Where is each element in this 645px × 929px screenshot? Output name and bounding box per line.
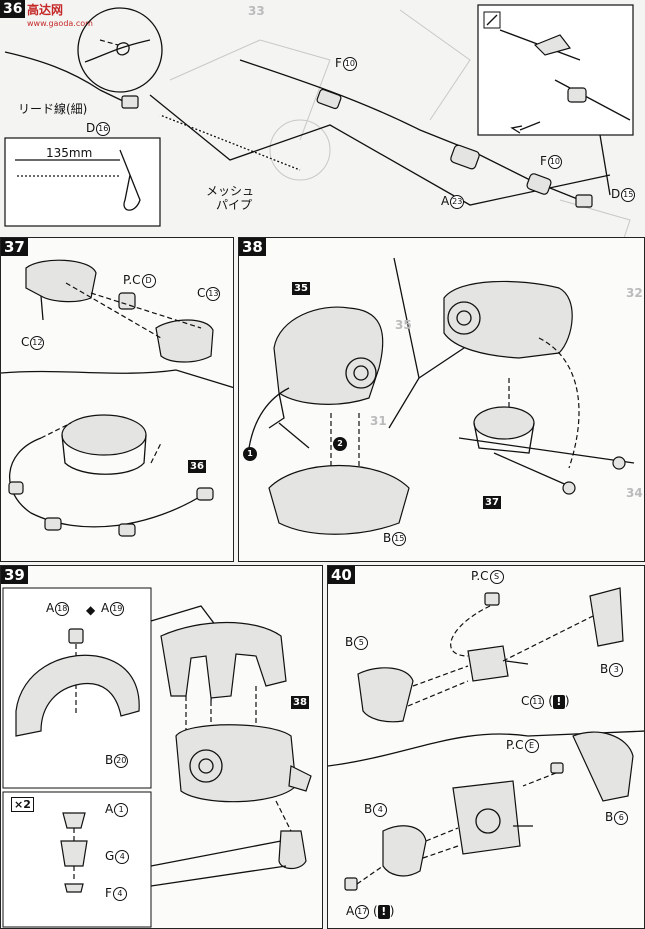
step-39-number: 39 — [1, 566, 28, 584]
step-36-diagram — [4, 4, 634, 227]
warning-icon: ! — [377, 905, 390, 919]
ref-badge-37: 37 — [483, 496, 501, 509]
swap-icon: ◆ — [86, 603, 96, 617]
watermark-logo: 高达网 www.gaoda.com — [27, 3, 93, 29]
side-number: 35 — [395, 318, 412, 332]
side-number: 31 — [370, 414, 387, 428]
step-38-diagram — [248, 257, 635, 535]
step-40-number: 40 — [328, 566, 355, 584]
ref-badge-36: 36 — [188, 460, 206, 473]
mesh-pipe-label-1: メッシュ — [206, 184, 255, 198]
multiplier-badge: ×2 — [11, 797, 34, 812]
length-label: 135mm — [46, 146, 93, 160]
side-number: 34 — [626, 486, 643, 500]
side-number: 33 — [248, 4, 265, 18]
warning-icon: ! — [552, 695, 565, 709]
step-38-number: 38 — [239, 238, 266, 256]
step-37-diagram — [1, 259, 233, 537]
step-39-diagram — [2, 587, 312, 928]
side-number: 32 — [626, 286, 643, 300]
ref-badge-38: 38 — [291, 696, 309, 709]
mesh-pipe-label-2: パイプ — [216, 198, 253, 212]
ref-badge-35: 35 — [292, 282, 310, 295]
lead-wire-label: リード線(細) — [18, 102, 88, 116]
step-marker-2: 2 — [332, 436, 347, 451]
step-marker-1: 1 — [242, 446, 257, 461]
step-37-number: 37 — [1, 238, 28, 256]
step-36-number: 36 — [0, 0, 26, 18]
step-40-diagram — [328, 587, 644, 891]
